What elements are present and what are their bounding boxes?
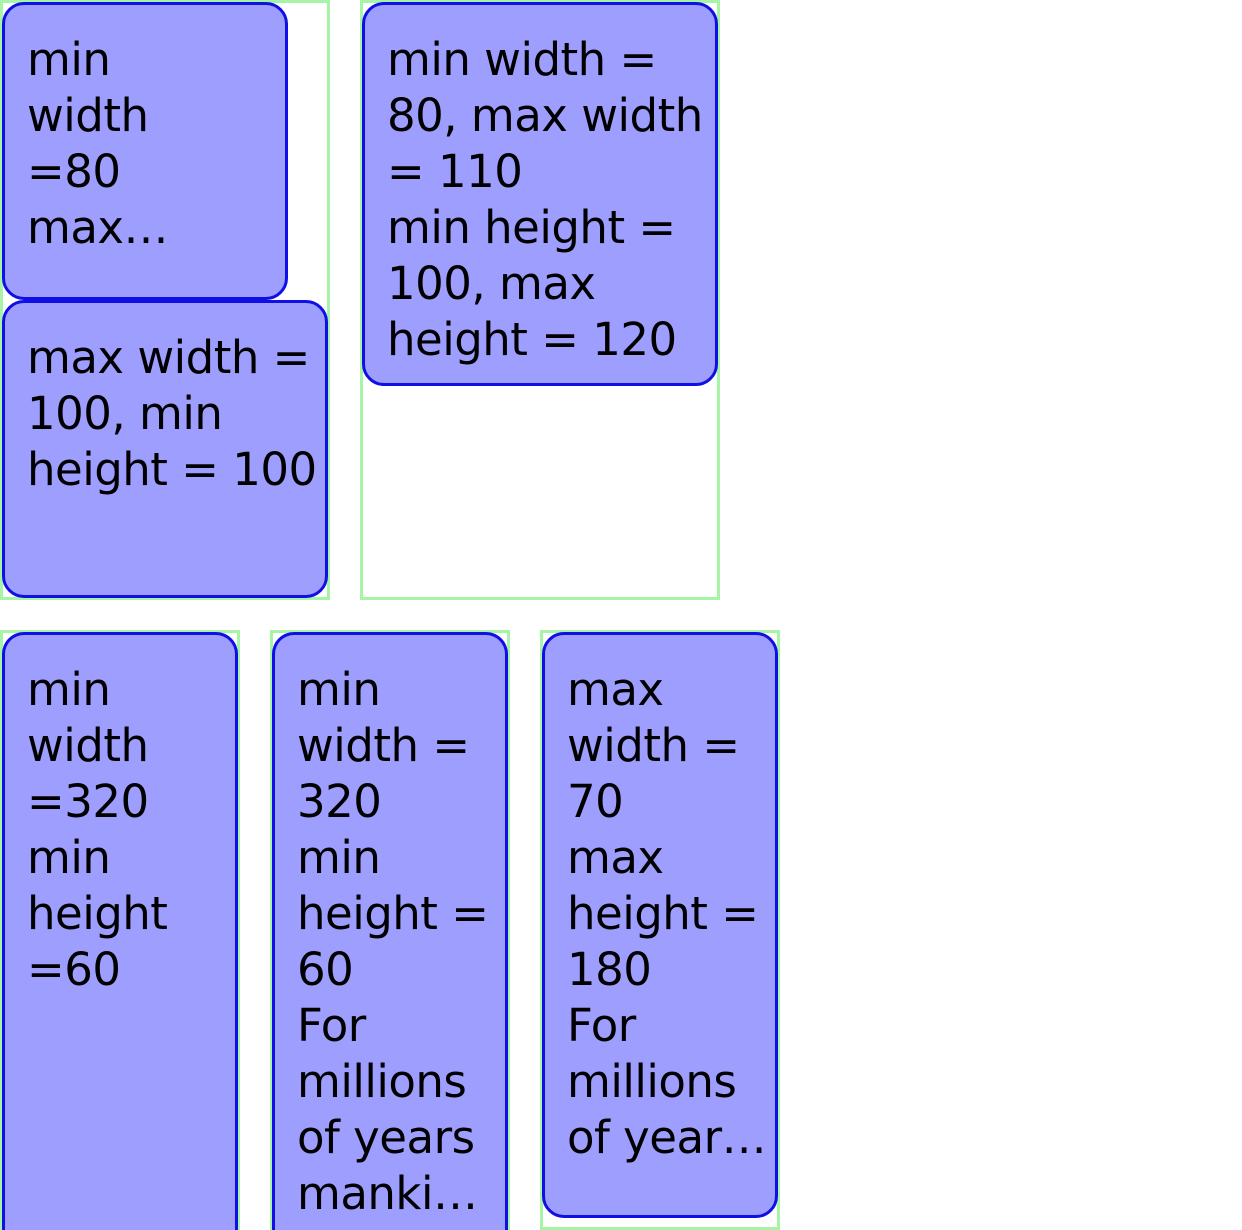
- text-box-max-width-100: max width = 100, min height = 100: [2, 300, 328, 598]
- box-text-line: 100, min: [27, 387, 223, 440]
- box-text-line: width: [27, 89, 149, 142]
- text-box-min-width-320: min width =320 min height =60: [2, 632, 238, 1230]
- box-text-line: max width =: [27, 331, 310, 384]
- box-text-line: =60: [27, 943, 121, 996]
- text-box-min-max-width-height: min width = 80, max width = 110 min heig…: [362, 2, 718, 386]
- box-text-line: =80: [27, 145, 121, 198]
- box-text-line: max…: [27, 201, 169, 254]
- box-text-line: height = 120: [387, 313, 677, 366]
- box-text-line: millions: [297, 1055, 467, 1108]
- frame-top-left: [0, 0, 330, 600]
- box-text-line: min: [27, 663, 111, 716]
- box-text-line: For: [297, 999, 366, 1052]
- text-box-max-width-70: max width = 70 max height = 180 For mill…: [542, 632, 778, 1218]
- box-text-line: 320: [297, 775, 382, 828]
- box-text-line: height =: [297, 887, 489, 940]
- text-box-min-width-320-long: min width = 320 min height = 60 For mill…: [272, 632, 508, 1230]
- box-text-line: 60: [297, 943, 354, 996]
- box-text-line: max: [567, 831, 664, 884]
- box-text-line: min height =: [387, 201, 676, 254]
- box-text-line: min: [27, 831, 111, 884]
- box-text-line: max: [567, 663, 664, 716]
- box-text-line: 80, max width: [387, 89, 703, 142]
- box-text-line: 70: [567, 775, 624, 828]
- box-text-line: manki…: [297, 1167, 478, 1220]
- frame-bottom-3: [540, 630, 780, 1230]
- box-text-line: of year…: [567, 1111, 767, 1164]
- box-text-line: min width =: [387, 33, 657, 86]
- box-text-line: height: [27, 887, 168, 940]
- box-text-line: width =: [567, 719, 740, 772]
- box-text-line: width: [27, 719, 149, 772]
- box-text-line: 180: [567, 943, 652, 996]
- text-box-min-width-80: min width =80 max…: [2, 2, 288, 300]
- box-text-line: min: [297, 663, 381, 716]
- box-text-line: min: [27, 33, 111, 86]
- box-text-line: width =: [297, 719, 470, 772]
- box-text-line: height = 100: [27, 443, 317, 496]
- box-text-line: For: [567, 999, 636, 1052]
- box-text-line: 100, max: [387, 257, 596, 310]
- box-text-line: = 110: [387, 145, 523, 198]
- box-text-line: millions: [567, 1055, 737, 1108]
- frame-top-right: [360, 0, 720, 600]
- box-text-line: min: [297, 831, 381, 884]
- box-text-line: =320: [27, 775, 149, 828]
- box-text-line: of years: [297, 1111, 475, 1164]
- box-text-line: height =: [567, 887, 759, 940]
